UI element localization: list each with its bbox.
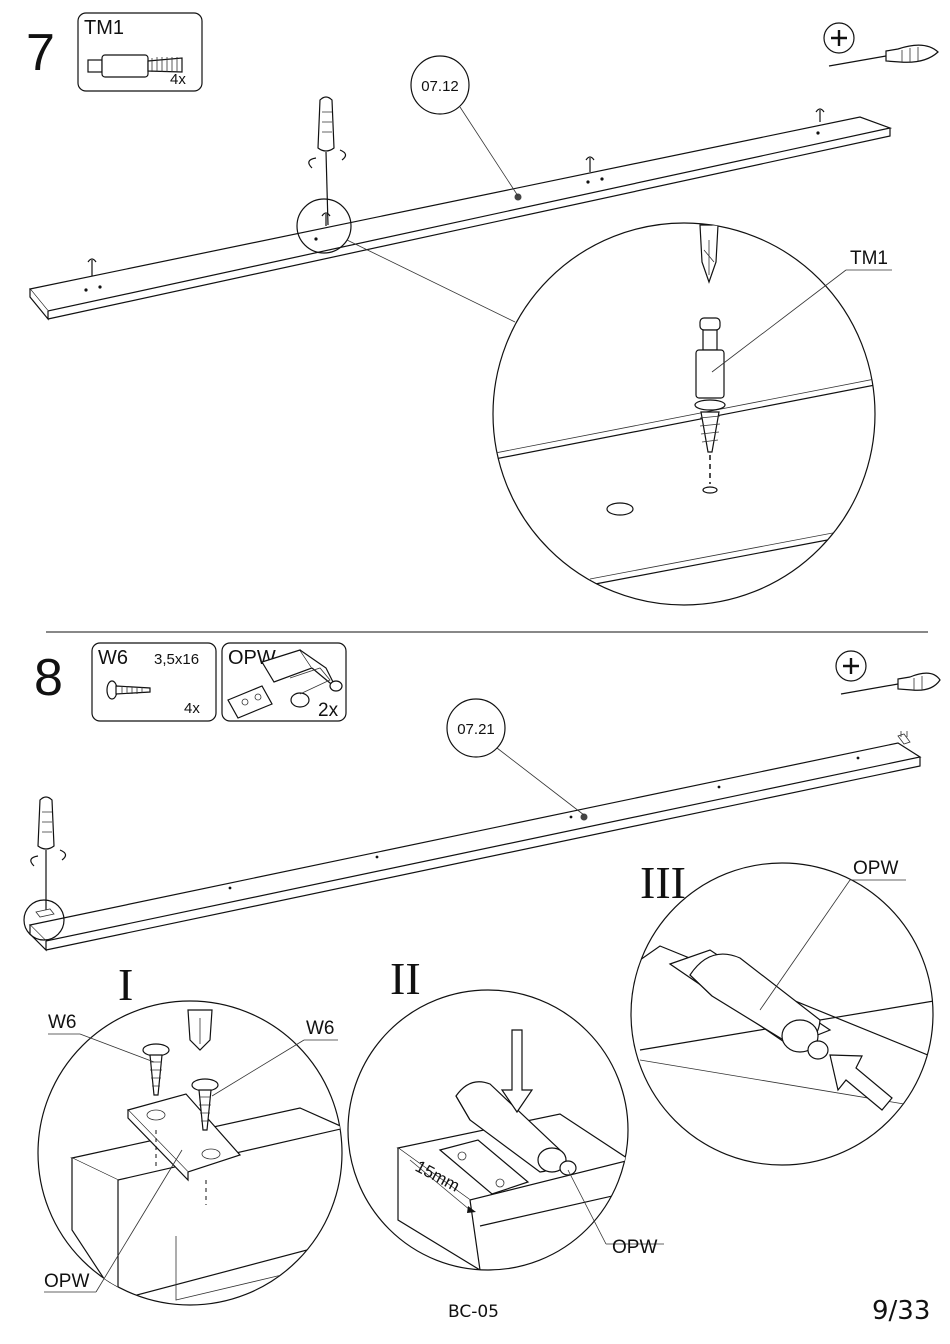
page-number: 9/33 [872, 1296, 930, 1326]
step-number: 7 [26, 24, 55, 82]
screwdriver-on-panel [309, 97, 346, 226]
callout-opw: OPW [44, 1271, 89, 1292]
phillips-screwdriver-icon [824, 23, 938, 66]
callout-opw: OPW [612, 1237, 657, 1258]
detail-circle-step7: TM1 [490, 223, 892, 605]
part-box-opw: OPW 2x [222, 643, 346, 721]
step-number: 8 [34, 649, 63, 707]
panel-ref-label: 07.12 [421, 78, 459, 95]
screwdriver-on-panel [31, 797, 66, 917]
detail-circle-iii: III OPW [631, 857, 940, 1165]
detail-circle-ii: II 15mm [348, 953, 664, 1270]
callout-w6-right: W6 [306, 1018, 335, 1039]
part-size: 3,5x16 [154, 651, 199, 668]
step-8: 8 W6 3,5x16 4x OPW 2x [24, 643, 940, 1305]
detail-label: II [390, 953, 421, 1004]
part-quantity: 4x [170, 71, 186, 88]
callout-w6-left: W6 [48, 1012, 77, 1033]
part-box-tm1: TM1 4x [78, 13, 202, 91]
phillips-screwdriver-icon [836, 651, 940, 694]
part-quantity: 4x [184, 700, 200, 717]
part-quantity: 2x [318, 700, 339, 721]
panel-reference-07-21: 07.21 [447, 699, 584, 815]
detail-circle-i: I [38, 959, 345, 1305]
part-box-w6: W6 3,5x16 4x [92, 643, 216, 721]
document-code: BC-05 [448, 1302, 499, 1322]
detail-label: III [640, 857, 686, 908]
step-7: 7 TM1 4x [26, 13, 938, 605]
detail-label: I [118, 959, 133, 1010]
panel-reference-07-12: 07.12 [411, 56, 518, 196]
callout-tm1: TM1 [850, 248, 888, 269]
part-code: W6 [98, 647, 128, 669]
callout-opw: OPW [853, 858, 898, 879]
panel-ref-label: 07.21 [457, 721, 495, 738]
part-code: TM1 [84, 17, 124, 39]
